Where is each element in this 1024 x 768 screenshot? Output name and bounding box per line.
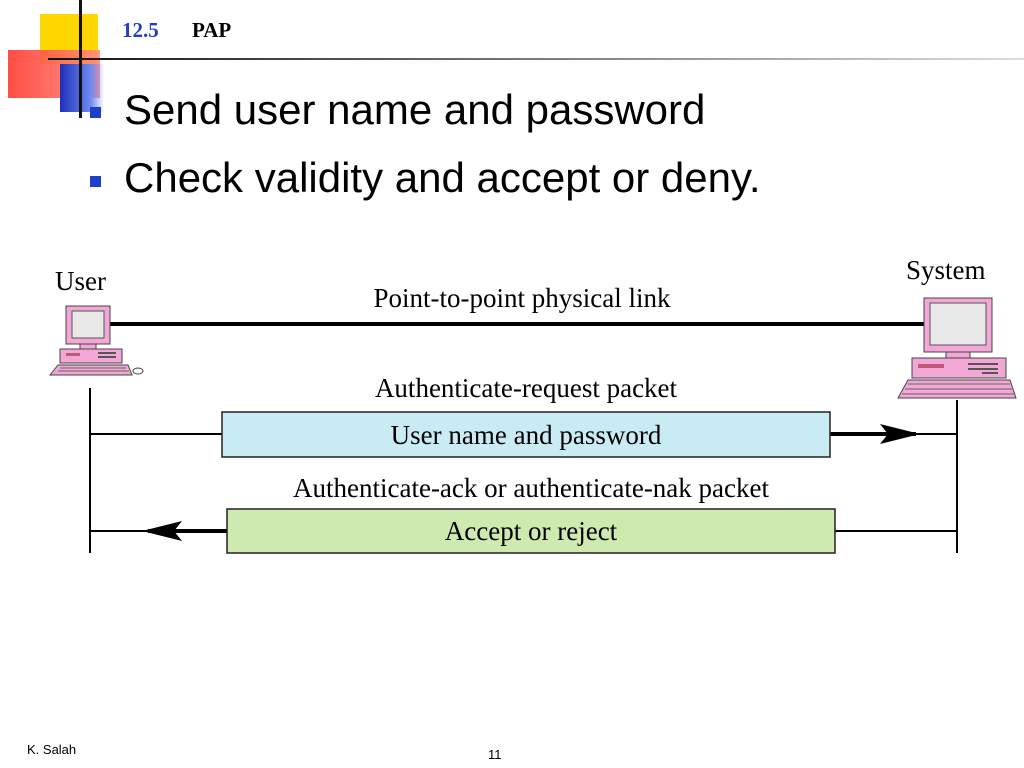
system-label: System xyxy=(906,255,986,285)
user-computer-icon xyxy=(48,305,144,376)
request-box-text: User name and password xyxy=(391,420,662,450)
decor-blue-square xyxy=(60,64,104,112)
page-number: 11 xyxy=(488,747,502,762)
section-title: PAP xyxy=(192,18,232,42)
response-box-text: Accept or reject xyxy=(445,516,618,546)
request-arrowhead xyxy=(880,424,920,444)
decor-horizontal-line xyxy=(48,58,1024,60)
request-packet-box xyxy=(221,411,831,458)
bullet-text: Send user name and password xyxy=(124,86,706,133)
section-number: 12.5 xyxy=(122,18,159,42)
footer-author: K. Salah xyxy=(27,742,77,757)
bullet-marker xyxy=(90,107,101,118)
request-label: Authenticate-request packet xyxy=(375,373,678,403)
response-packet-box xyxy=(226,508,836,554)
system-computer-icon xyxy=(897,297,1017,399)
response-label: Authenticate-ack or authenticate-nak pac… xyxy=(293,473,769,503)
link-label: Point-to-point physical link xyxy=(374,283,671,313)
user-label: User xyxy=(55,266,106,296)
bullet-text: Check validity and accept or deny. xyxy=(124,154,761,201)
bullet-marker xyxy=(90,176,101,187)
response-arrowhead xyxy=(142,521,182,541)
